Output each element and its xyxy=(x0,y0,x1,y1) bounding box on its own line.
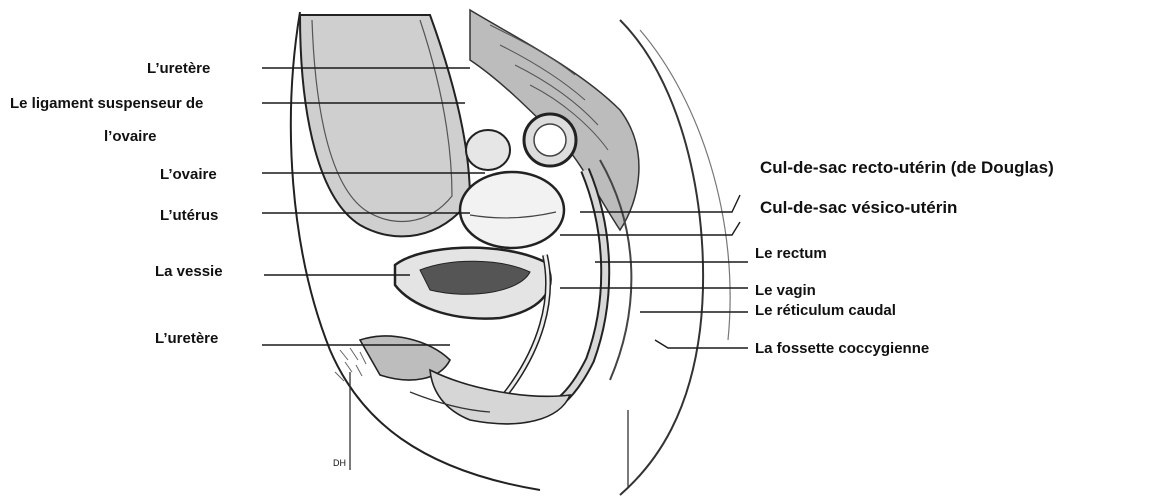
label-vesico-uterine: Cul-de-sac vésico-utérin xyxy=(760,198,957,218)
perineum xyxy=(430,370,570,424)
label-rectum: Le rectum xyxy=(755,245,827,262)
label-ureter-bottom: L’uretère xyxy=(155,330,218,347)
label-coccygeal-fossa: La fossette coccygienne xyxy=(755,340,929,357)
label-recto-uterine: Cul-de-sac recto-utérin (de Douglas) xyxy=(760,158,1054,178)
artist-mark: DH xyxy=(333,458,346,468)
leader-lines-right xyxy=(560,195,748,348)
label-caudal-reticulum: Le réticulum caudal xyxy=(755,302,896,319)
label-ligament-line2: l’ovaire xyxy=(104,128,157,145)
label-ovary: L’ovaire xyxy=(160,166,217,183)
uterus-shape xyxy=(460,172,564,248)
abdominal-cavity xyxy=(300,15,470,236)
back-outline xyxy=(620,20,703,495)
label-uterus: L’utérus xyxy=(160,207,218,224)
label-vagina: Le vagin xyxy=(755,282,816,299)
label-ligament-line1: Le ligament suspenseur de xyxy=(10,95,203,112)
skin-line xyxy=(640,30,730,340)
ovary-shape xyxy=(466,130,510,170)
label-bladder: La vessie xyxy=(155,263,223,280)
label-ureter-top: L’uretère xyxy=(147,60,210,77)
